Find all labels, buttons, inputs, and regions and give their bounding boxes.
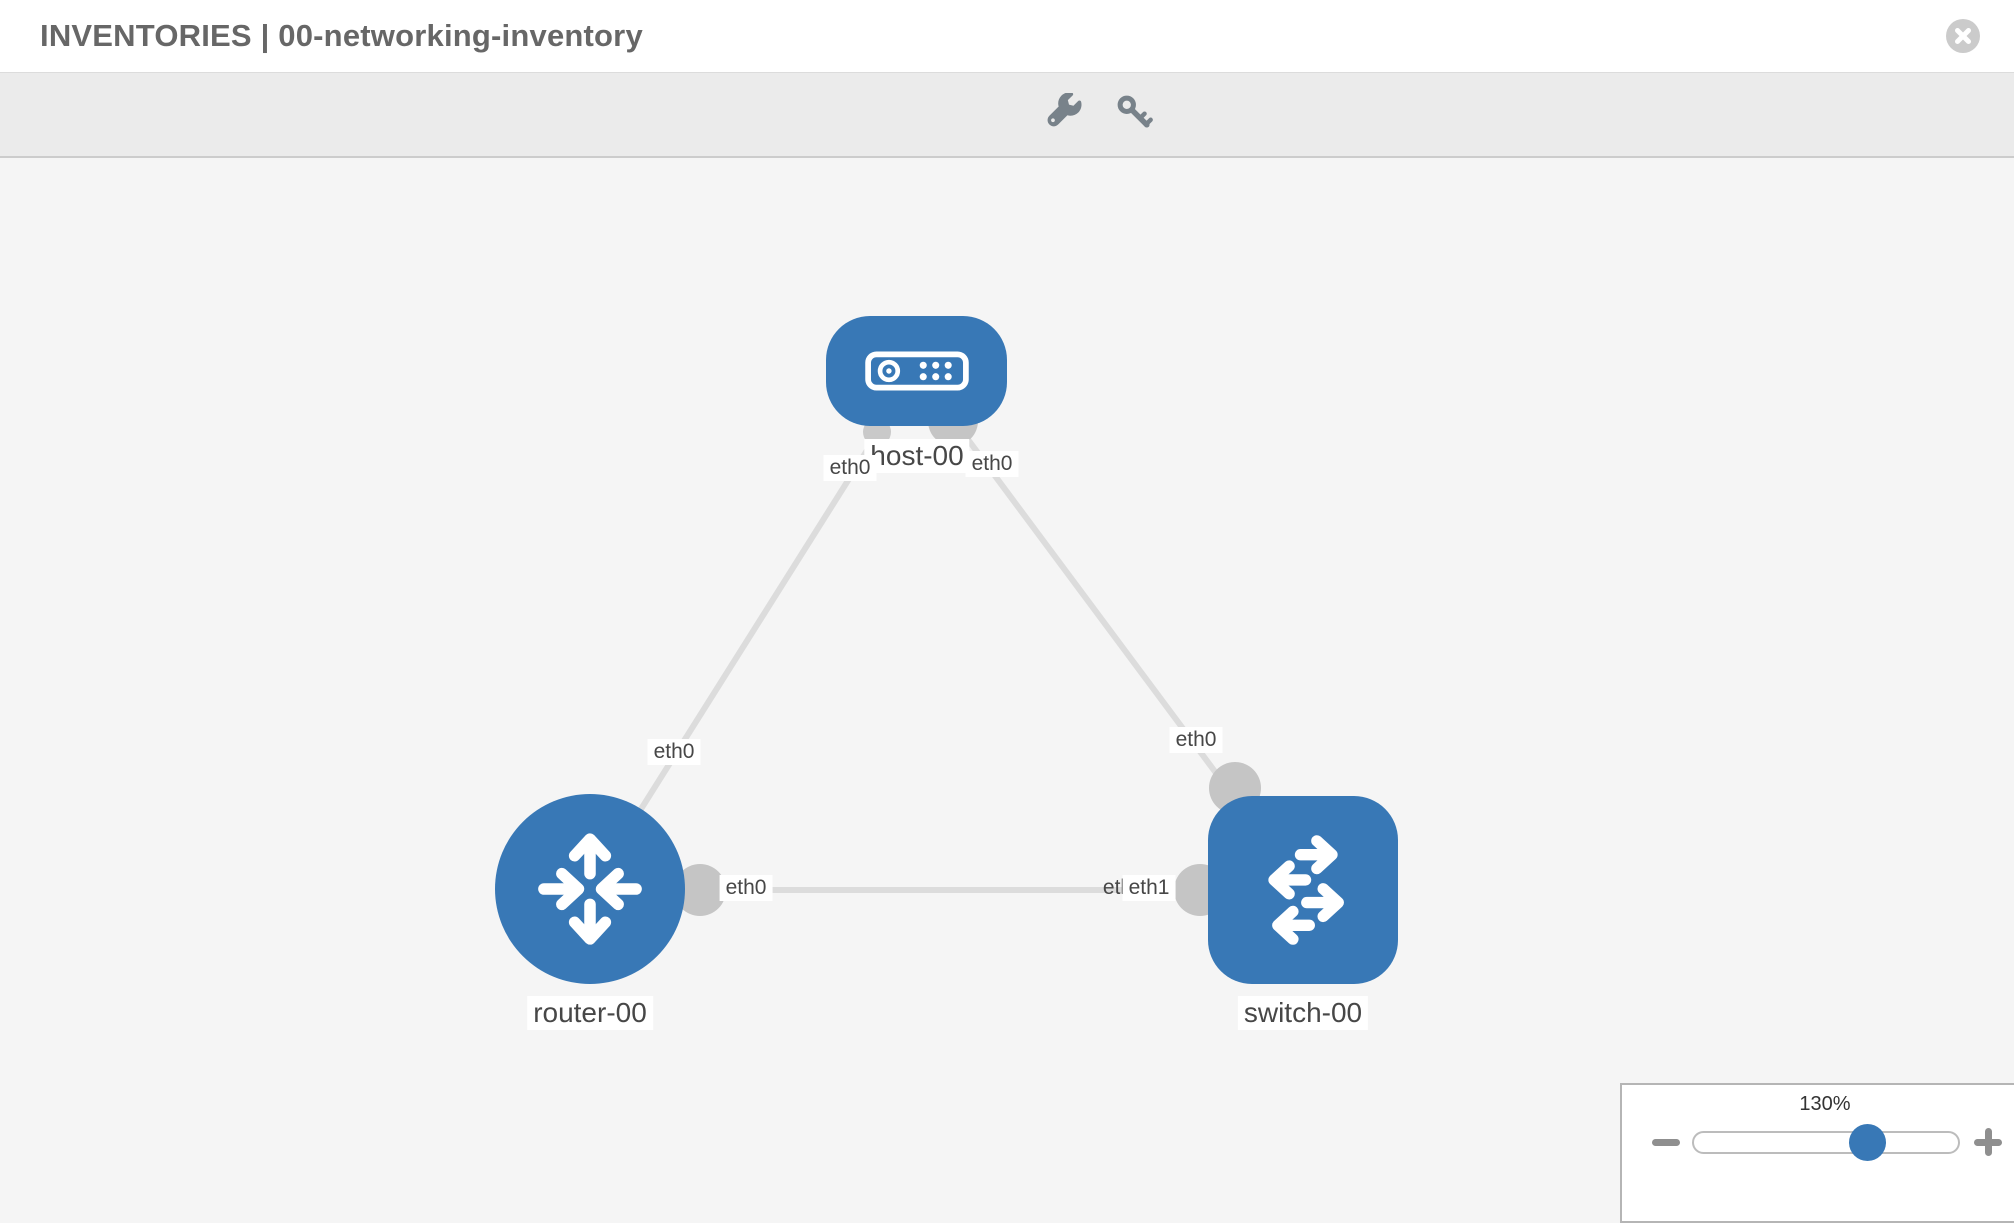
node-label-router: router-00 — [527, 996, 653, 1030]
wrench-icon — [1047, 93, 1082, 127]
iface-label: eth1 — [1122, 875, 1176, 901]
iface-label: eth0 — [647, 739, 701, 765]
close-button[interactable] — [1946, 19, 1980, 53]
zoom-panel: 130% — [1620, 1083, 2014, 1223]
iface-label: eth0 — [965, 451, 1019, 477]
switch-icon — [1240, 827, 1366, 953]
node-router-00[interactable] — [495, 794, 685, 984]
iface-label-partial: etl — [1102, 876, 1126, 899]
host-icon — [864, 351, 969, 391]
links-layer — [587, 369, 1306, 916]
key-button[interactable] — [1112, 90, 1156, 134]
zoom-out-button[interactable] — [1652, 1139, 1680, 1146]
toolbar — [0, 72, 2014, 158]
header: INVENTORIES | 00-networking-inventory — [0, 0, 2014, 72]
connector-router-right — [674, 864, 726, 916]
topology-canvas[interactable]: host-00 router-00 switch-00 eth0 eth0 et… — [0, 158, 2014, 1200]
zoom-slider-thumb[interactable] — [1849, 1124, 1886, 1161]
zoom-value: 130% — [1799, 1093, 1851, 1115]
router-icon — [526, 825, 654, 953]
zoom-in-button[interactable] — [1974, 1128, 2002, 1156]
node-label-switch: switch-00 — [1237, 996, 1369, 1030]
page-title: INVENTORIES | 00-networking-inventory — [40, 18, 643, 53]
node-switch-00[interactable] — [1208, 796, 1398, 984]
iface-label: eth0 — [1169, 727, 1223, 753]
iface-label: eth0 — [823, 455, 877, 481]
node-host-00[interactable] — [826, 316, 1007, 426]
close-icon — [1955, 28, 1971, 44]
key-icon — [1117, 95, 1153, 128]
zoom-slider-track[interactable] — [1692, 1124, 1960, 1161]
iface-label: eth0 — [719, 875, 773, 901]
wrench-button[interactable] — [1043, 90, 1087, 134]
node-label-host: host-00 — [864, 439, 970, 473]
